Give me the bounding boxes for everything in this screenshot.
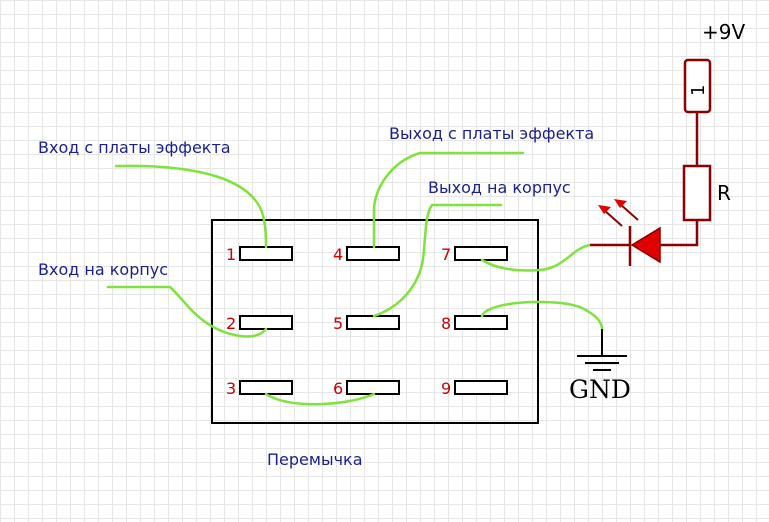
wire-output-from-effect <box>372 151 525 249</box>
pin-9 <box>454 380 508 395</box>
pin-5 <box>346 315 400 330</box>
pin-number-5: 5 <box>333 314 343 333</box>
pin-3 <box>239 380 293 395</box>
light-arrow-1 <box>603 209 623 227</box>
pin-1 <box>239 246 293 261</box>
resistor <box>682 164 712 222</box>
wire-input-from-effect <box>114 164 268 249</box>
wire-output-to-case <box>372 203 503 318</box>
wire-pin8-to-ground <box>480 300 604 331</box>
pin-number-2: 2 <box>226 314 236 333</box>
pin-8 <box>454 315 508 330</box>
label-jumper: Перемычка <box>267 450 363 469</box>
wire-pin7-to-led <box>480 243 592 272</box>
pin-number-8: 8 <box>441 314 451 333</box>
light-arrowhead-1 <box>598 205 611 214</box>
pin-number-1: 1 <box>226 245 236 264</box>
resistor-label: R <box>717 181 731 205</box>
pin-number-6: 6 <box>333 379 343 398</box>
light-arrowhead-2 <box>614 199 627 208</box>
label-input-from-effect: Вход с платы эффекта <box>38 138 231 157</box>
pin-7 <box>454 246 508 261</box>
pin-6 <box>346 380 400 395</box>
led-icon <box>630 226 661 264</box>
pin-number-9: 9 <box>441 379 451 398</box>
label-output-to-case: Выход на корпус <box>428 178 571 197</box>
light-arrow-2 <box>619 203 639 221</box>
label-input-to-case: Вход на корпус <box>38 260 168 279</box>
fuse-label: 1 <box>688 85 709 96</box>
pin-2 <box>239 315 293 330</box>
wire-jumper-3-6 <box>264 392 376 406</box>
pin-4 <box>346 246 400 261</box>
pin-number-3: 3 <box>226 379 236 398</box>
wire-input-to-case <box>106 285 268 338</box>
pin-number-7: 7 <box>441 245 451 264</box>
ground-label: GND <box>569 375 631 404</box>
power-label: +9V <box>702 20 745 44</box>
wire-resistor-to-led <box>660 220 699 247</box>
pin-number-4: 4 <box>333 245 343 264</box>
label-output-from-effect: Выход с платы эффекта <box>389 124 594 143</box>
